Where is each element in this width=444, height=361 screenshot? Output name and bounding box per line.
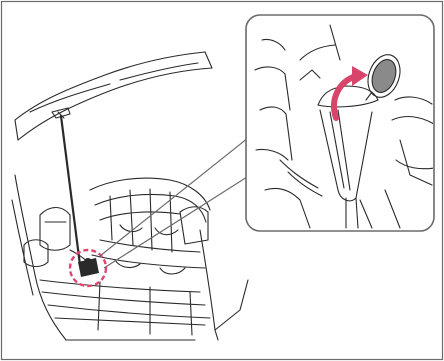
washer-fluid-reservoir-detail <box>246 15 434 231</box>
